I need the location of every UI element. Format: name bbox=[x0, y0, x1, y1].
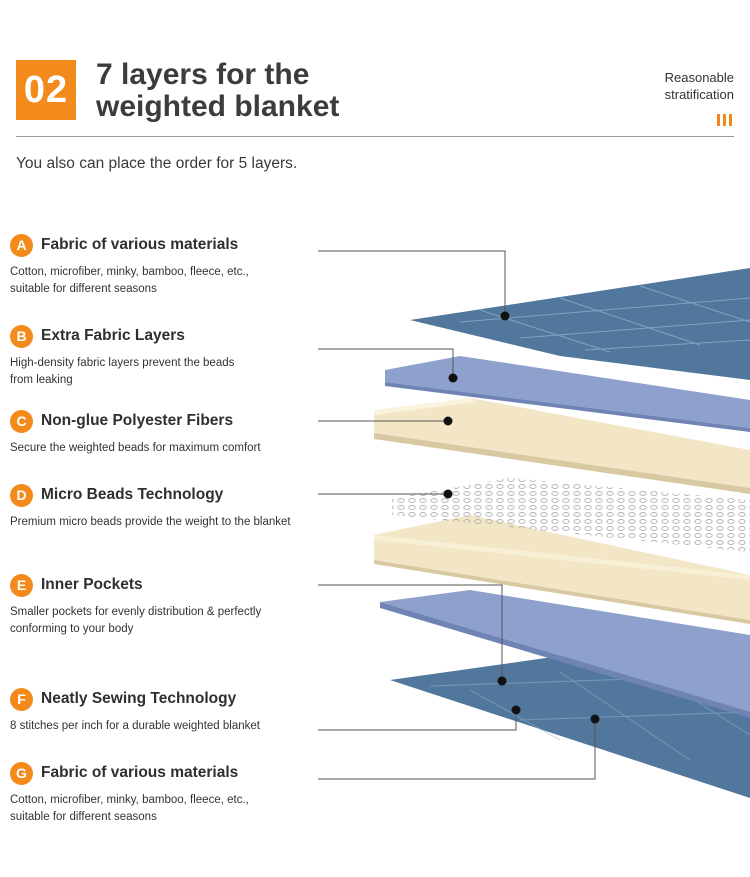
desc-line: 8 stitches per inch for a durable weight… bbox=[10, 720, 260, 732]
caption-line-2: stratification bbox=[664, 87, 734, 102]
badge-d: D bbox=[10, 483, 33, 507]
feature-title: Fabric of various materials bbox=[41, 764, 239, 781]
header-divider bbox=[16, 136, 734, 137]
feature-b: B Extra Fabric Layers High-density fabri… bbox=[10, 324, 310, 389]
feature-title: Micro Beads Technology bbox=[41, 486, 224, 503]
feature-description: Smaller pockets for evenly distribution … bbox=[10, 604, 310, 638]
desc-line: suitable for different seasons bbox=[10, 811, 157, 823]
desc-line: conforming to your body bbox=[10, 623, 134, 635]
desc-line: Cotton, microfiber, minky, bamboo, fleec… bbox=[10, 266, 249, 278]
feature-title: Neatly Sewing Technology bbox=[41, 690, 237, 707]
section-number: 02 bbox=[16, 60, 76, 120]
badge-e: E bbox=[10, 573, 33, 597]
feature-title: Fabric of various materials bbox=[41, 236, 239, 253]
desc-line: Smaller pockets for evenly distribution … bbox=[10, 606, 262, 618]
desc-line: Secure the weighted beads for maximum co… bbox=[10, 442, 261, 454]
feature-description: Cotton, microfiber, minky, bamboo, fleec… bbox=[10, 264, 310, 298]
feature-f: F Neatly Sewing Technology 8 stitches pe… bbox=[10, 687, 310, 735]
feature-title: Extra Fabric Layers bbox=[41, 327, 185, 344]
layer-top-fabric bbox=[410, 268, 750, 380]
stratification-caption: Reasonable stratification bbox=[665, 69, 734, 103]
desc-line: from leaking bbox=[10, 374, 73, 386]
layer-micro-beads bbox=[392, 478, 750, 552]
layer-lower-inner-fabric bbox=[380, 590, 750, 718]
page-title: 7 layers for the weighted blanket bbox=[96, 59, 339, 123]
desc-line: Premium micro beads provide the weight t… bbox=[10, 516, 291, 528]
title-line-1: 7 layers for the bbox=[96, 58, 310, 91]
badge-b: B bbox=[10, 324, 33, 348]
feature-c: C Non-glue Polyester Fibers Secure the w… bbox=[10, 409, 310, 457]
badge-g: G bbox=[10, 761, 33, 785]
desc-line: suitable for different seasons bbox=[10, 283, 157, 295]
badge-f: F bbox=[10, 687, 33, 711]
layer-lower-fiber bbox=[374, 515, 750, 624]
feature-title: Inner Pockets bbox=[41, 576, 143, 593]
feature-title: Non-glue Polyester Fibers bbox=[41, 412, 234, 429]
subtitle: You also can place the order for 5 layer… bbox=[16, 155, 298, 172]
caption-line-1: Reasonable bbox=[664, 70, 734, 85]
feature-description: 8 stitches per inch for a durable weight… bbox=[10, 718, 310, 735]
feature-description: Cotton, microfiber, minky, bamboo, fleec… bbox=[10, 792, 310, 826]
feature-d: D Micro Beads Technology Premium micro b… bbox=[10, 483, 310, 531]
layer-upper-fiber bbox=[374, 398, 750, 494]
three-bars-icon bbox=[717, 114, 732, 126]
desc-line: Cotton, microfiber, minky, bamboo, fleec… bbox=[10, 794, 249, 806]
feature-a: A Fabric of various materials Cotton, mi… bbox=[10, 233, 310, 298]
desc-line: High-density fabric layers prevent the b… bbox=[10, 357, 235, 369]
feature-description: Secure the weighted beads for maximum co… bbox=[10, 440, 310, 457]
title-line-2: weighted blanket bbox=[96, 90, 340, 123]
badge-c: C bbox=[10, 409, 33, 433]
feature-description: High-density fabric layers prevent the b… bbox=[10, 355, 310, 389]
feature-description: Premium micro beads provide the weight t… bbox=[10, 514, 310, 531]
feature-e: E Inner Pockets Smaller pockets for even… bbox=[10, 573, 310, 638]
badge-a: A bbox=[10, 233, 33, 257]
feature-g: G Fabric of various materials Cotton, mi… bbox=[10, 761, 310, 826]
layer-upper-inner-fabric bbox=[385, 356, 750, 432]
